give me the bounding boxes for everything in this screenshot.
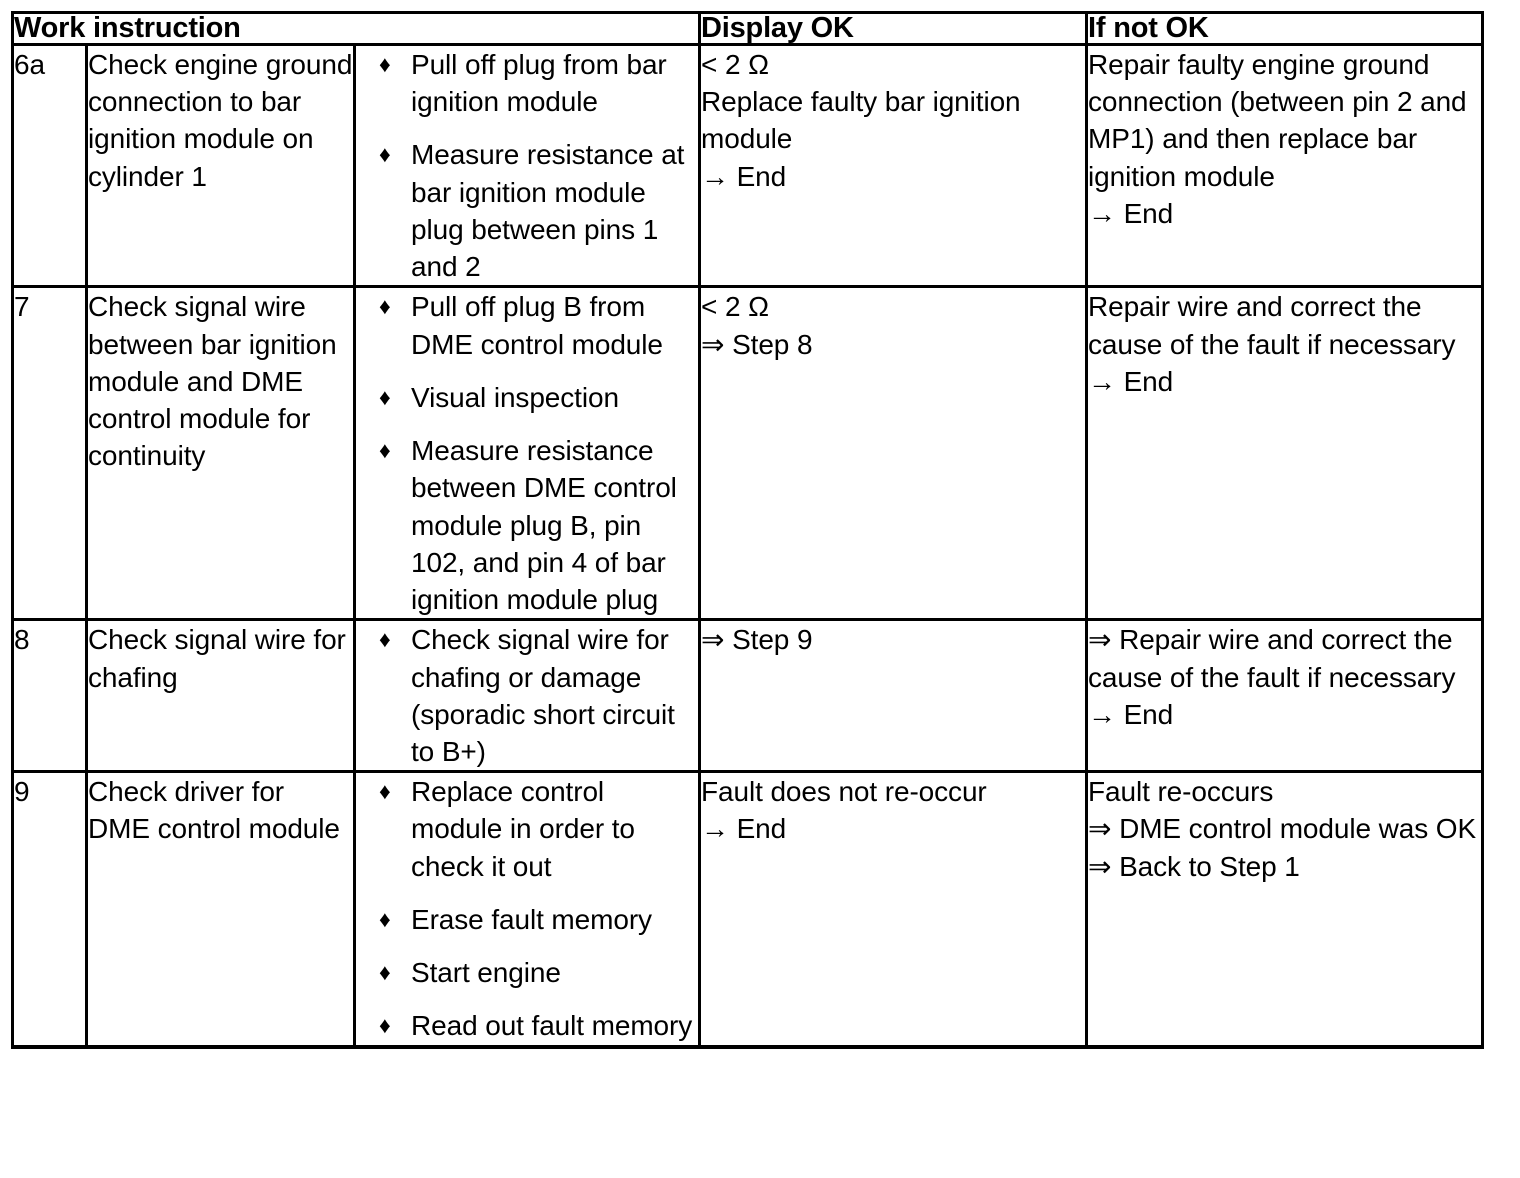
action-item-label: Check signal wire for chafing or damage … bbox=[411, 624, 675, 767]
if-not-ok-line: Fault re-occurs bbox=[1088, 776, 1274, 808]
display-ok-cell: < 2 Ω ⇒ Step 8 bbox=[698, 285, 1089, 622]
action-item-label: Measure resistance between DME control m… bbox=[411, 435, 677, 616]
action-item-label: Replace control module in order to check… bbox=[411, 776, 635, 882]
display-ok-line: < 2 Ω bbox=[701, 291, 769, 323]
task-description: Check signal wire for chafing bbox=[85, 618, 356, 774]
header-row: Work instruction Display OK If not OK bbox=[10, 11, 1485, 46]
display-ok-line: Replace faulty bar ignition module bbox=[701, 86, 1029, 155]
task-description: Check driver for DME control module bbox=[85, 770, 356, 1049]
action-item: ♦ Start engine bbox=[356, 954, 698, 991]
display-ok-line: < 2 Ω bbox=[701, 49, 769, 80]
action-item: ♦ Check signal wire for chafing or damage… bbox=[356, 621, 698, 770]
action-list-cell: ♦ Pull off plug B from DME control module… bbox=[352, 285, 702, 622]
diamond-bullet-icon: ♦ bbox=[379, 626, 391, 653]
action-item: ♦ Measure resistance between DME control … bbox=[356, 432, 698, 618]
display-ok-line: → End bbox=[701, 813, 787, 845]
step-number: 6a bbox=[11, 42, 88, 289]
action-list-cell: ♦ Check signal wire for chafing or damage… bbox=[352, 618, 702, 774]
task-description: Check signal wire between bar ignition m… bbox=[85, 285, 356, 622]
task-description: Check engine ground connection to bar ig… bbox=[85, 42, 356, 289]
step-number: 8 bbox=[11, 618, 88, 774]
work-instruction-table: Work instruction Display OK If not OK 6a… bbox=[10, 11, 1485, 1049]
table-header: Work instruction Display OK If not OK bbox=[10, 11, 1485, 46]
action-item-label: Read out fault memory bbox=[411, 1010, 693, 1042]
step-number: 7 bbox=[11, 285, 88, 622]
step-number: 9 bbox=[11, 770, 88, 1049]
if-not-ok-cell: Fault re-occurs ⇒ DME control module was … bbox=[1085, 770, 1485, 1049]
diamond-bullet-icon: ♦ bbox=[379, 383, 391, 410]
action-list-cell: ♦ Replace control module in order to chec… bbox=[352, 770, 702, 1049]
diamond-bullet-icon: ♦ bbox=[379, 905, 391, 932]
action-item: ♦ Pull off plug B from DME control module bbox=[356, 288, 698, 362]
diamond-bullet-icon: ♦ bbox=[379, 437, 391, 464]
display-ok-line: Fault does not re-occur bbox=[701, 776, 987, 808]
if-not-ok-line: → End bbox=[1088, 698, 1174, 730]
action-list: ♦Pull off plug from bar ignition module♦… bbox=[356, 46, 698, 285]
if-not-ok-cell: Repair wire and correct the cause of the… bbox=[1085, 285, 1485, 622]
action-item-label: Pull off plug from bar ignition module bbox=[411, 49, 667, 118]
if-not-ok-line: Repair wire and correct the cause of the… bbox=[1088, 291, 1456, 360]
diamond-bullet-icon: ♦ bbox=[379, 959, 391, 986]
action-item: ♦ Pull off plug from bar ignition module bbox=[356, 46, 698, 120]
if-not-ok-line: → End bbox=[1088, 365, 1174, 397]
action-item: ♦ Read out fault memory bbox=[356, 1007, 698, 1044]
if-not-ok-cell: Repair faulty engine ground connection (… bbox=[1085, 42, 1485, 289]
action-list: ♦ Pull off plug B from DME control module… bbox=[356, 288, 698, 618]
action-list: ♦ Replace control module in order to chec… bbox=[356, 773, 698, 1044]
action-item: ♦ Erase fault memory bbox=[356, 901, 698, 938]
diamond-bullet-icon: ♦ bbox=[379, 778, 391, 805]
action-item-label: Start engine bbox=[411, 957, 561, 989]
action-item: ♦ Measure resistance at bar ignition modu… bbox=[356, 136, 698, 285]
action-item: ♦ Visual inspection bbox=[356, 379, 698, 416]
column-header-if-not-ok: If not OK bbox=[1085, 11, 1485, 46]
action-list: ♦ Check signal wire for chafing or damage… bbox=[356, 621, 698, 770]
display-ok-line: ⇒ Step 8 bbox=[701, 328, 813, 360]
if-not-ok-line: Repair faulty engine ground connection (… bbox=[1088, 49, 1475, 192]
diamond-bullet-icon: ♦ bbox=[379, 141, 391, 168]
action-item-label: Pull off plug B from DME control module bbox=[411, 291, 663, 360]
if-not-ok-cell: ⇒ Repair wire and correct the cause of t… bbox=[1085, 618, 1485, 774]
diamond-bullet-icon: ♦ bbox=[379, 1012, 391, 1039]
action-list-cell: ♦Pull off plug from bar ignition module♦… bbox=[352, 42, 702, 289]
diamond-bullet-icon: ♦ bbox=[379, 51, 391, 77]
column-header-display-ok: Display OK bbox=[698, 11, 1089, 46]
diamond-bullet-icon: ♦ bbox=[379, 293, 391, 320]
display-ok-line: → End bbox=[701, 160, 787, 192]
display-ok-cell: < 2 Ω Replace faulty bar ignition module →… bbox=[698, 42, 1089, 289]
display-ok-cell: ⇒ Step 9 bbox=[698, 618, 1089, 774]
display-ok-cell: Fault does not re-occur → End bbox=[698, 770, 1089, 1049]
action-item-label: Erase fault memory bbox=[411, 903, 652, 935]
column-header-work-instruction: Work instruction bbox=[10, 11, 702, 46]
action-item-label: Visual inspection bbox=[411, 381, 619, 413]
if-not-ok-line: → End bbox=[1088, 197, 1174, 229]
if-not-ok-line: ⇒ Repair wire and correct the cause of t… bbox=[1088, 624, 1461, 693]
display-ok-line: ⇒ Step 9 bbox=[701, 624, 813, 656]
if-not-ok-line: ⇒ Back to Step 1 bbox=[1088, 850, 1300, 882]
action-item: ♦ Replace control module in order to chec… bbox=[356, 773, 698, 885]
action-item-label: Measure resistance at bar ignition modul… bbox=[411, 139, 685, 283]
if-not-ok-line: ⇒ DME control module was OK bbox=[1088, 813, 1477, 845]
